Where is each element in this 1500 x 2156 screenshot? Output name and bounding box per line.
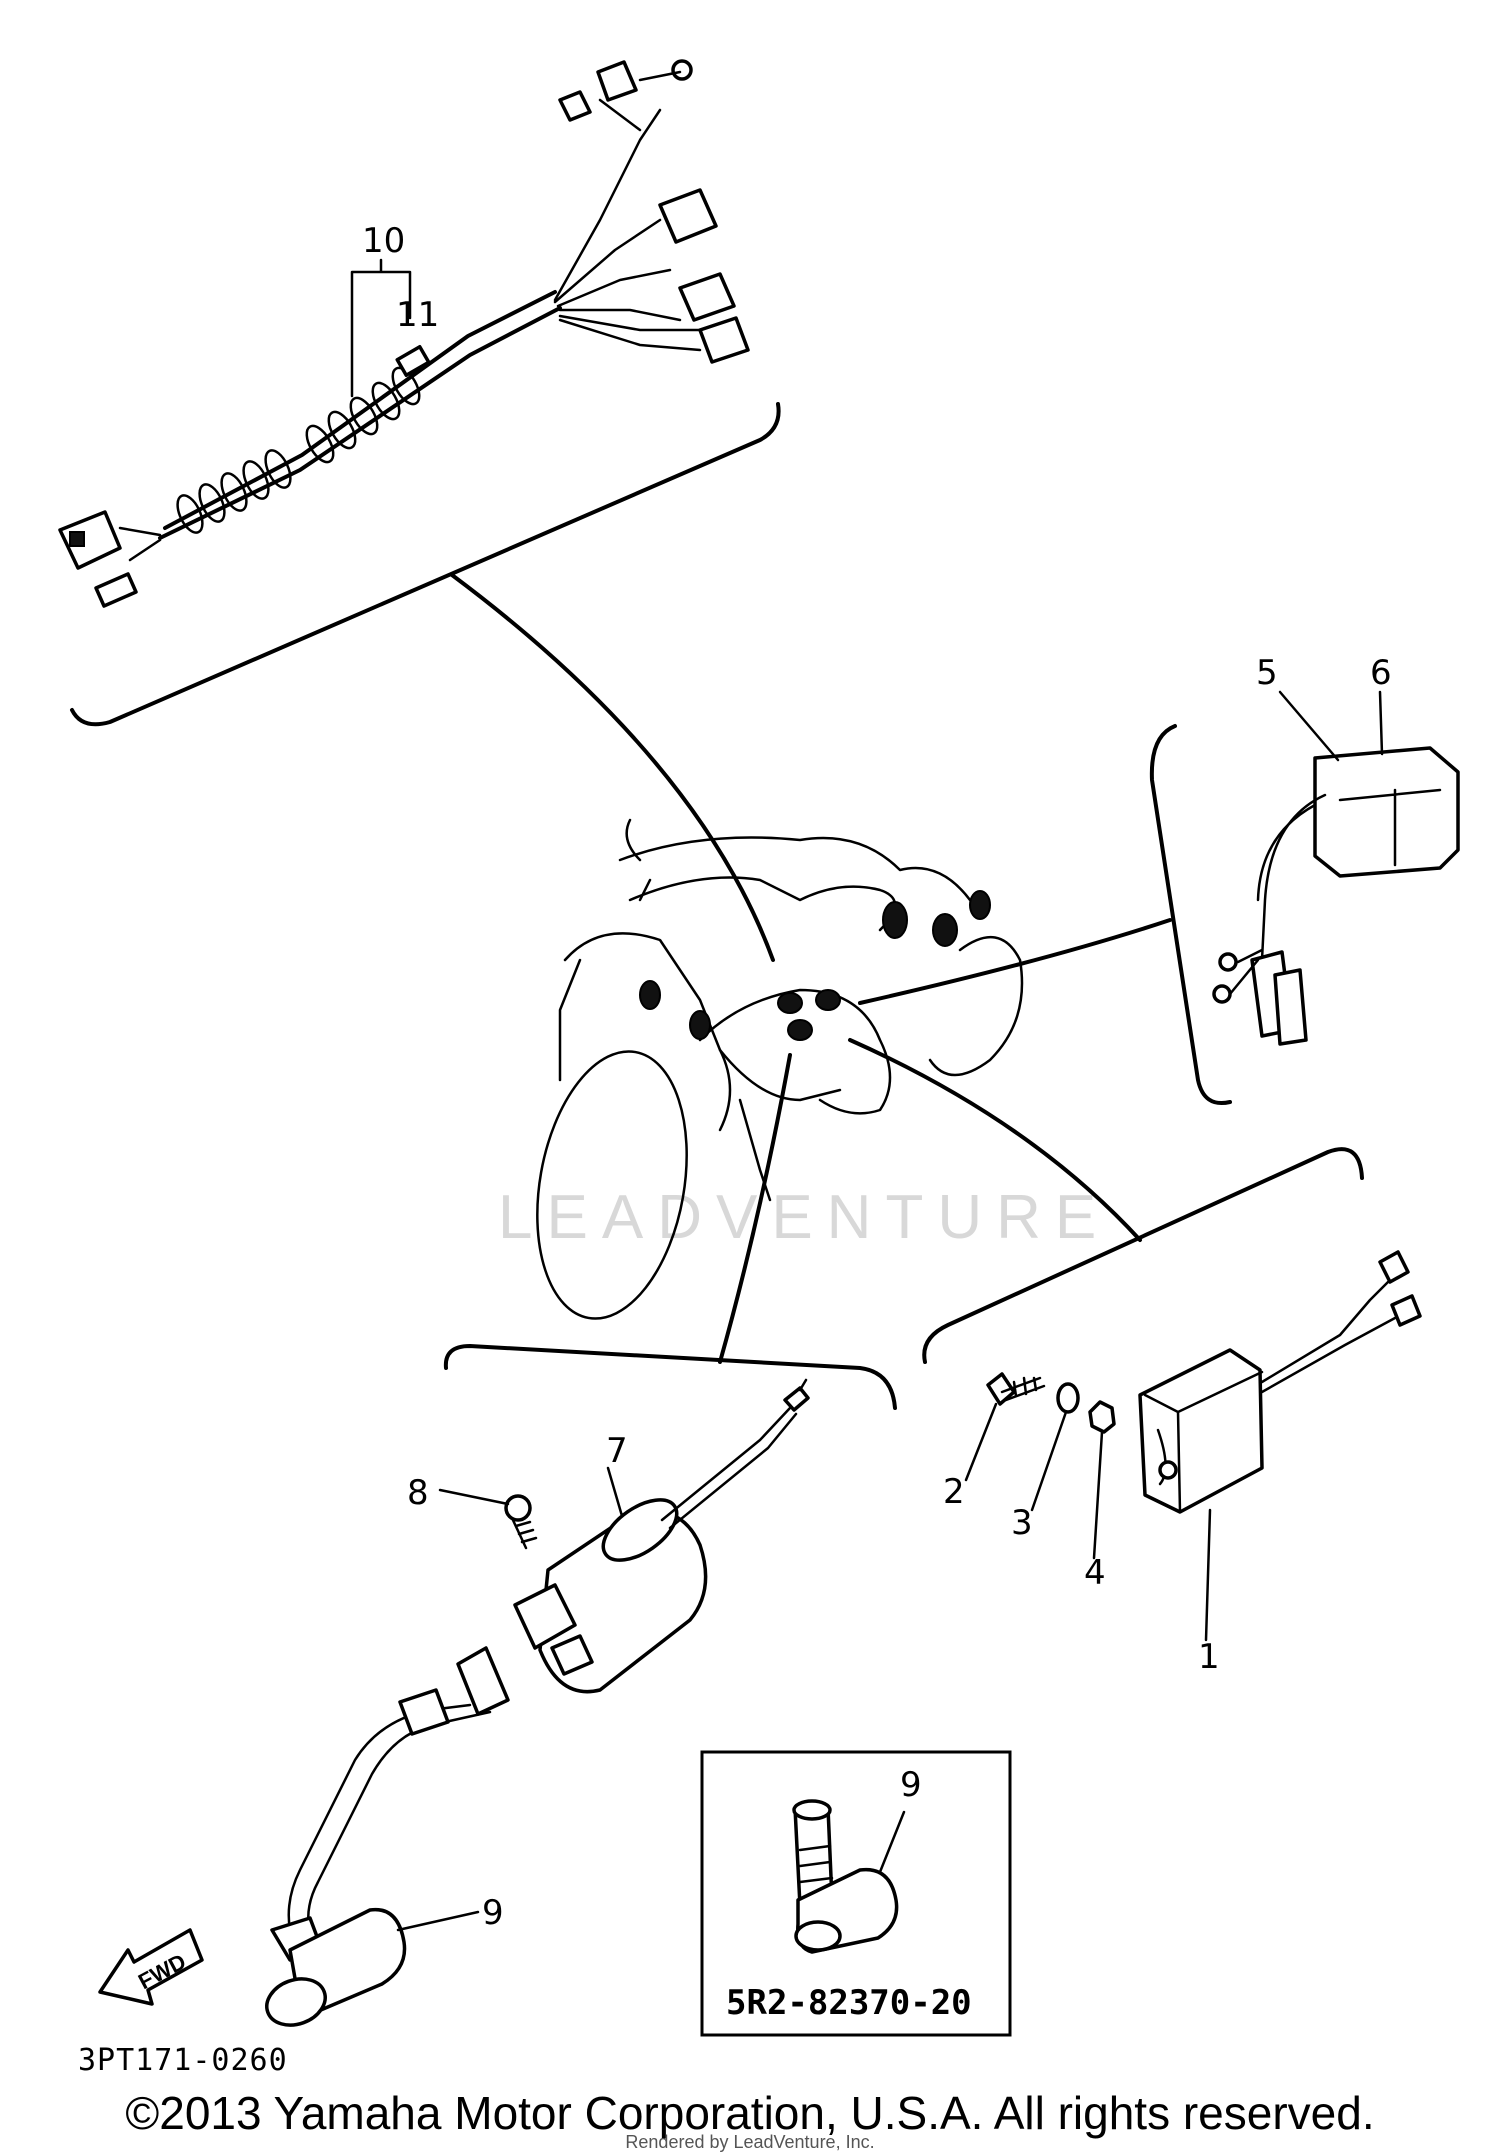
callout-2: 2: [943, 1472, 965, 1512]
bolt-2: [986, 1372, 1046, 1406]
plug-cap-9: [265, 1907, 407, 2027]
inset-part-number: 5R2-82370-20: [726, 1983, 972, 2023]
callout-9-inset: 9: [900, 1765, 922, 1805]
callout-4: 4: [1084, 1553, 1106, 1593]
inset-box: [700, 1750, 1012, 2037]
main-switch: [1212, 746, 1460, 1046]
callout-11: 11: [396, 295, 439, 335]
ignition-coil: [287, 1378, 810, 1936]
cdi-unit: [1138, 1250, 1422, 1514]
callout-3: 3: [1011, 1503, 1033, 1543]
rendered-by-notice: Rendered by LeadVenture, Inc.: [625, 2132, 875, 2152]
fwd-arrow-icon: FWD: [98, 1928, 204, 2006]
leader-harness: [450, 573, 775, 962]
nut-4: [1088, 1400, 1116, 1434]
wire-harness: [58, 59, 750, 608]
callout-8: 8: [407, 1473, 429, 1513]
leader-switch: [858, 918, 1172, 1005]
motorcycle-outline: [536, 818, 1024, 1320]
diagram-code: 3PT171-0260: [78, 2043, 288, 2078]
cdi-bracket: [922, 1147, 1364, 1364]
switch-bracket: [1149, 724, 1232, 1105]
washer-3: [1056, 1382, 1080, 1414]
watermark-text: LEADVENTURE: [498, 1183, 1110, 1252]
screw-8: [504, 1494, 538, 1550]
inset-plug-cap: [792, 1799, 899, 1954]
leader-cdi: [848, 1038, 1142, 1242]
callout-1: 1: [1198, 1637, 1220, 1677]
leader-coil: [718, 1053, 792, 1364]
callout-9-main: 9: [482, 1893, 504, 1933]
callout-7: 7: [606, 1431, 628, 1471]
coil-bracket: [443, 1344, 897, 1410]
callout-5: 5: [1256, 653, 1278, 693]
harness-bracket: [70, 402, 781, 727]
callout-10: 10: [362, 221, 405, 261]
callout-6: 6: [1370, 653, 1392, 693]
leader-6: [1378, 690, 1384, 756]
leader-5: [1278, 690, 1340, 762]
copyright-notice: ©2013 Yamaha Motor Corporation, U.S.A. A…: [125, 2087, 1375, 2139]
